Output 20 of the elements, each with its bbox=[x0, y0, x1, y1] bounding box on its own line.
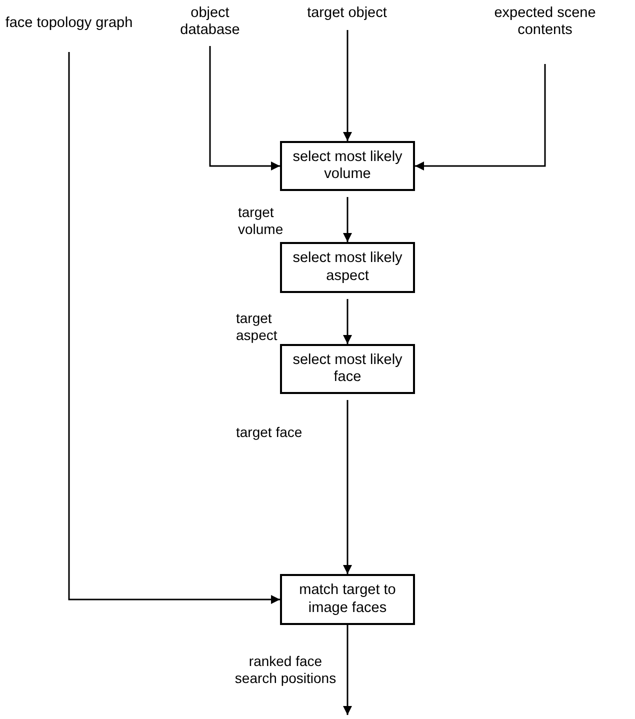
arrow bbox=[415, 64, 546, 170]
process-box bbox=[280, 344, 415, 394]
input-label: object database bbox=[179, 4, 241, 40]
arrow bbox=[68, 52, 280, 604]
arrow bbox=[343, 625, 352, 715]
process-box bbox=[280, 574, 415, 625]
process-box bbox=[280, 242, 415, 293]
input-label: expected scene contents bbox=[493, 4, 597, 40]
box-label: select most likely volume bbox=[292, 148, 404, 184]
arrow bbox=[343, 299, 352, 344]
arrow bbox=[343, 30, 352, 141]
arrow bbox=[343, 197, 352, 242]
input-label: target object bbox=[307, 5, 387, 23]
box-label: select most likely aspect bbox=[292, 250, 404, 285]
input-label: face topology graph bbox=[5, 15, 133, 33]
arrow bbox=[343, 400, 352, 574]
box-label: match target to image faces bbox=[298, 582, 397, 617]
arrow bbox=[209, 46, 280, 170]
process-box bbox=[280, 141, 415, 191]
box-label: select most likely face bbox=[292, 352, 404, 386]
